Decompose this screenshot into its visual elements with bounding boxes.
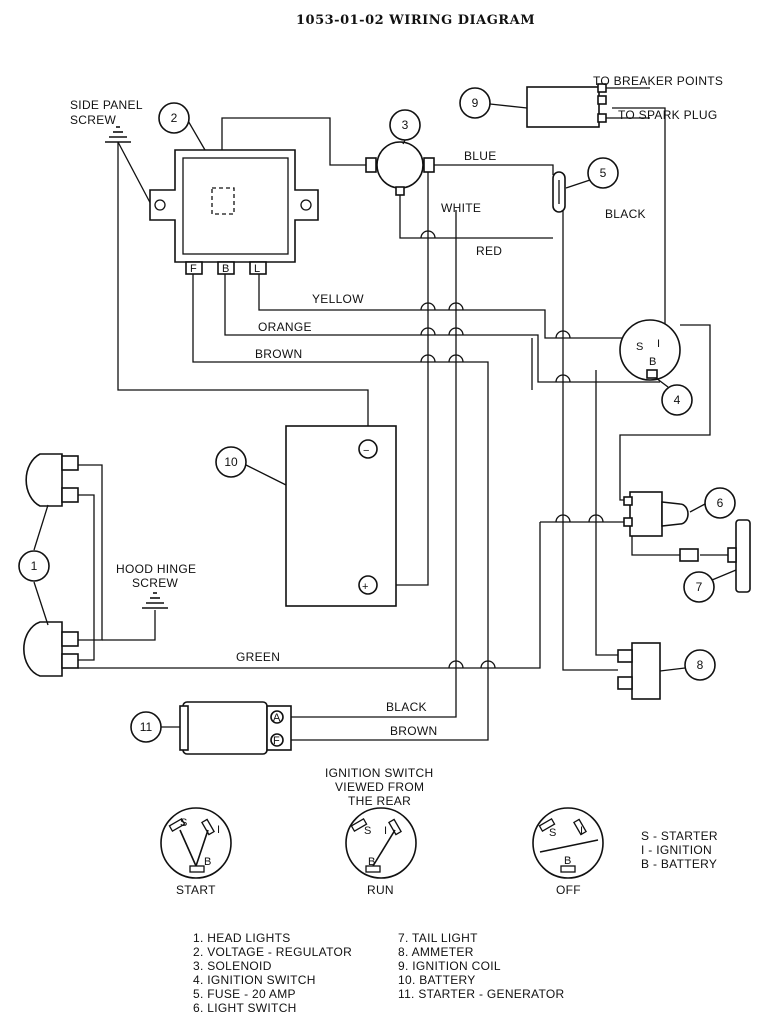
wire-red-label: RED bbox=[476, 244, 502, 258]
callout-1: 1 bbox=[31, 559, 38, 573]
callout-10: 10 bbox=[224, 455, 238, 469]
legend-item-8: 8. AMMETER bbox=[398, 945, 474, 959]
fuse bbox=[552, 171, 566, 213]
callout-3: 3 bbox=[402, 118, 409, 132]
callout-4: 4 bbox=[674, 393, 681, 407]
start-s-letter: S bbox=[180, 817, 188, 829]
tail-light bbox=[679, 519, 751, 593]
legend-item-6: 6. LIGHT SWITCH bbox=[193, 1001, 297, 1015]
voltage-regulator bbox=[149, 149, 319, 275]
ammeter bbox=[617, 642, 661, 700]
callout-5: 5 bbox=[600, 166, 607, 180]
callouts: 2 3 9 5 4 10 6 7 8 11 1 bbox=[18, 87, 737, 743]
parts-legend: 1. HEAD LIGHTS 2. VOLTAGE - REGULATOR 3.… bbox=[193, 931, 565, 1015]
head-lights bbox=[23, 453, 79, 677]
callout-6: 6 bbox=[717, 496, 724, 510]
solenoid bbox=[365, 141, 435, 196]
wire-blue-label: BLUE bbox=[464, 149, 497, 163]
hood-hinge-ground-icon bbox=[142, 592, 168, 609]
off-s-letter: S bbox=[549, 827, 557, 839]
callout-11: 11 bbox=[140, 720, 153, 734]
callout-9: 9 bbox=[472, 96, 479, 110]
switch-heading-1: IGNITION SWITCH bbox=[325, 766, 434, 780]
legend-item-1: 1. HEAD LIGHTS bbox=[193, 931, 291, 945]
battery-positive-terminal: + bbox=[362, 581, 369, 593]
off-i-letter: I bbox=[580, 825, 583, 837]
to-spark-plug-label: TO SPARK PLUG bbox=[618, 108, 717, 122]
run-i-letter: I bbox=[384, 825, 387, 837]
wire-white-label: WHITE bbox=[441, 201, 481, 215]
switch-start-diagram bbox=[160, 807, 232, 879]
run-b-letter: B bbox=[368, 856, 376, 868]
starter-generator bbox=[179, 701, 292, 755]
start-i-letter: I bbox=[217, 824, 220, 836]
wire-brown-top-label: BROWN bbox=[255, 347, 303, 361]
legend-item-3: 3. SOLENOID bbox=[193, 959, 272, 973]
regulator-terminal-f: F bbox=[190, 263, 197, 275]
wire-black-top-label: BLACK bbox=[605, 207, 646, 221]
switch-key-starter: S - STARTER bbox=[641, 829, 718, 843]
diagram-title: 1053-01-02 WIRING DIAGRAM bbox=[296, 13, 535, 28]
ignition-coil bbox=[526, 83, 607, 128]
switch-off-diagram bbox=[532, 807, 604, 879]
legend-item-7: 7. TAIL LIGHT bbox=[398, 931, 478, 945]
legend-item-5: 5. FUSE - 20 AMP bbox=[193, 987, 296, 1001]
legend-item-4: 4. IGNITION SWITCH bbox=[193, 973, 316, 987]
wire-green-label: GREEN bbox=[236, 650, 280, 664]
hood-hinge-label-2: SCREW bbox=[132, 576, 179, 590]
callout-2: 2 bbox=[171, 111, 178, 125]
legend-item-2: 2. VOLTAGE - REGULATOR bbox=[193, 945, 352, 959]
start-b-letter: B bbox=[204, 856, 212, 868]
hood-hinge-label-1: HOOD HINGE bbox=[116, 562, 196, 576]
ign-switch-i-letter: I bbox=[657, 338, 660, 350]
legend-item-9: 9. IGNITION COIL bbox=[398, 959, 501, 973]
ign-switch-s-letter: S bbox=[636, 341, 644, 353]
switch-label-run: RUN bbox=[367, 883, 394, 897]
callout-8: 8 bbox=[697, 658, 704, 672]
switch-key-battery: B - BATTERY bbox=[641, 857, 717, 871]
wire-orange-label: ORANGE bbox=[258, 320, 312, 334]
switch-label-off: OFF bbox=[556, 883, 581, 897]
battery bbox=[285, 425, 397, 607]
side-panel-screw-label-2: SCREW bbox=[70, 113, 117, 127]
ignition-switch bbox=[619, 319, 681, 381]
side-panel-ground-icon bbox=[105, 126, 131, 143]
wire-yellow-label: YELLOW bbox=[312, 292, 364, 306]
legend-item-11: 11. STARTER - GENERATOR bbox=[398, 987, 565, 1001]
wiring bbox=[78, 87, 730, 741]
off-b-letter: B bbox=[564, 855, 572, 867]
ign-switch-b-letter: B bbox=[649, 356, 657, 368]
battery-negative-terminal: − bbox=[363, 445, 370, 457]
switch-key-ignition: I - IGNITION bbox=[641, 843, 712, 857]
side-panel-screw-label-1: SIDE PANEL bbox=[70, 98, 143, 112]
run-s-letter: S bbox=[364, 825, 372, 837]
regulator-terminal-b: B bbox=[222, 263, 230, 275]
switch-heading-2: VIEWED FROM bbox=[335, 780, 424, 794]
starter-terminal-f: F bbox=[273, 735, 280, 747]
light-switch bbox=[623, 491, 689, 537]
switch-run-diagram bbox=[345, 807, 417, 879]
callout-7: 7 bbox=[696, 580, 703, 594]
switch-label-start: START bbox=[176, 883, 216, 897]
to-breaker-points-label: TO BREAKER POINTS bbox=[593, 74, 723, 88]
regulator-terminal-l: L bbox=[254, 263, 260, 275]
legend-item-10: 10. BATTERY bbox=[398, 973, 476, 987]
switch-heading-3: THE REAR bbox=[348, 794, 411, 808]
wire-black-bottom-label: BLACK bbox=[386, 700, 427, 714]
wire-brown-bottom-label: BROWN bbox=[390, 724, 438, 738]
starter-terminal-a: A bbox=[273, 712, 281, 724]
